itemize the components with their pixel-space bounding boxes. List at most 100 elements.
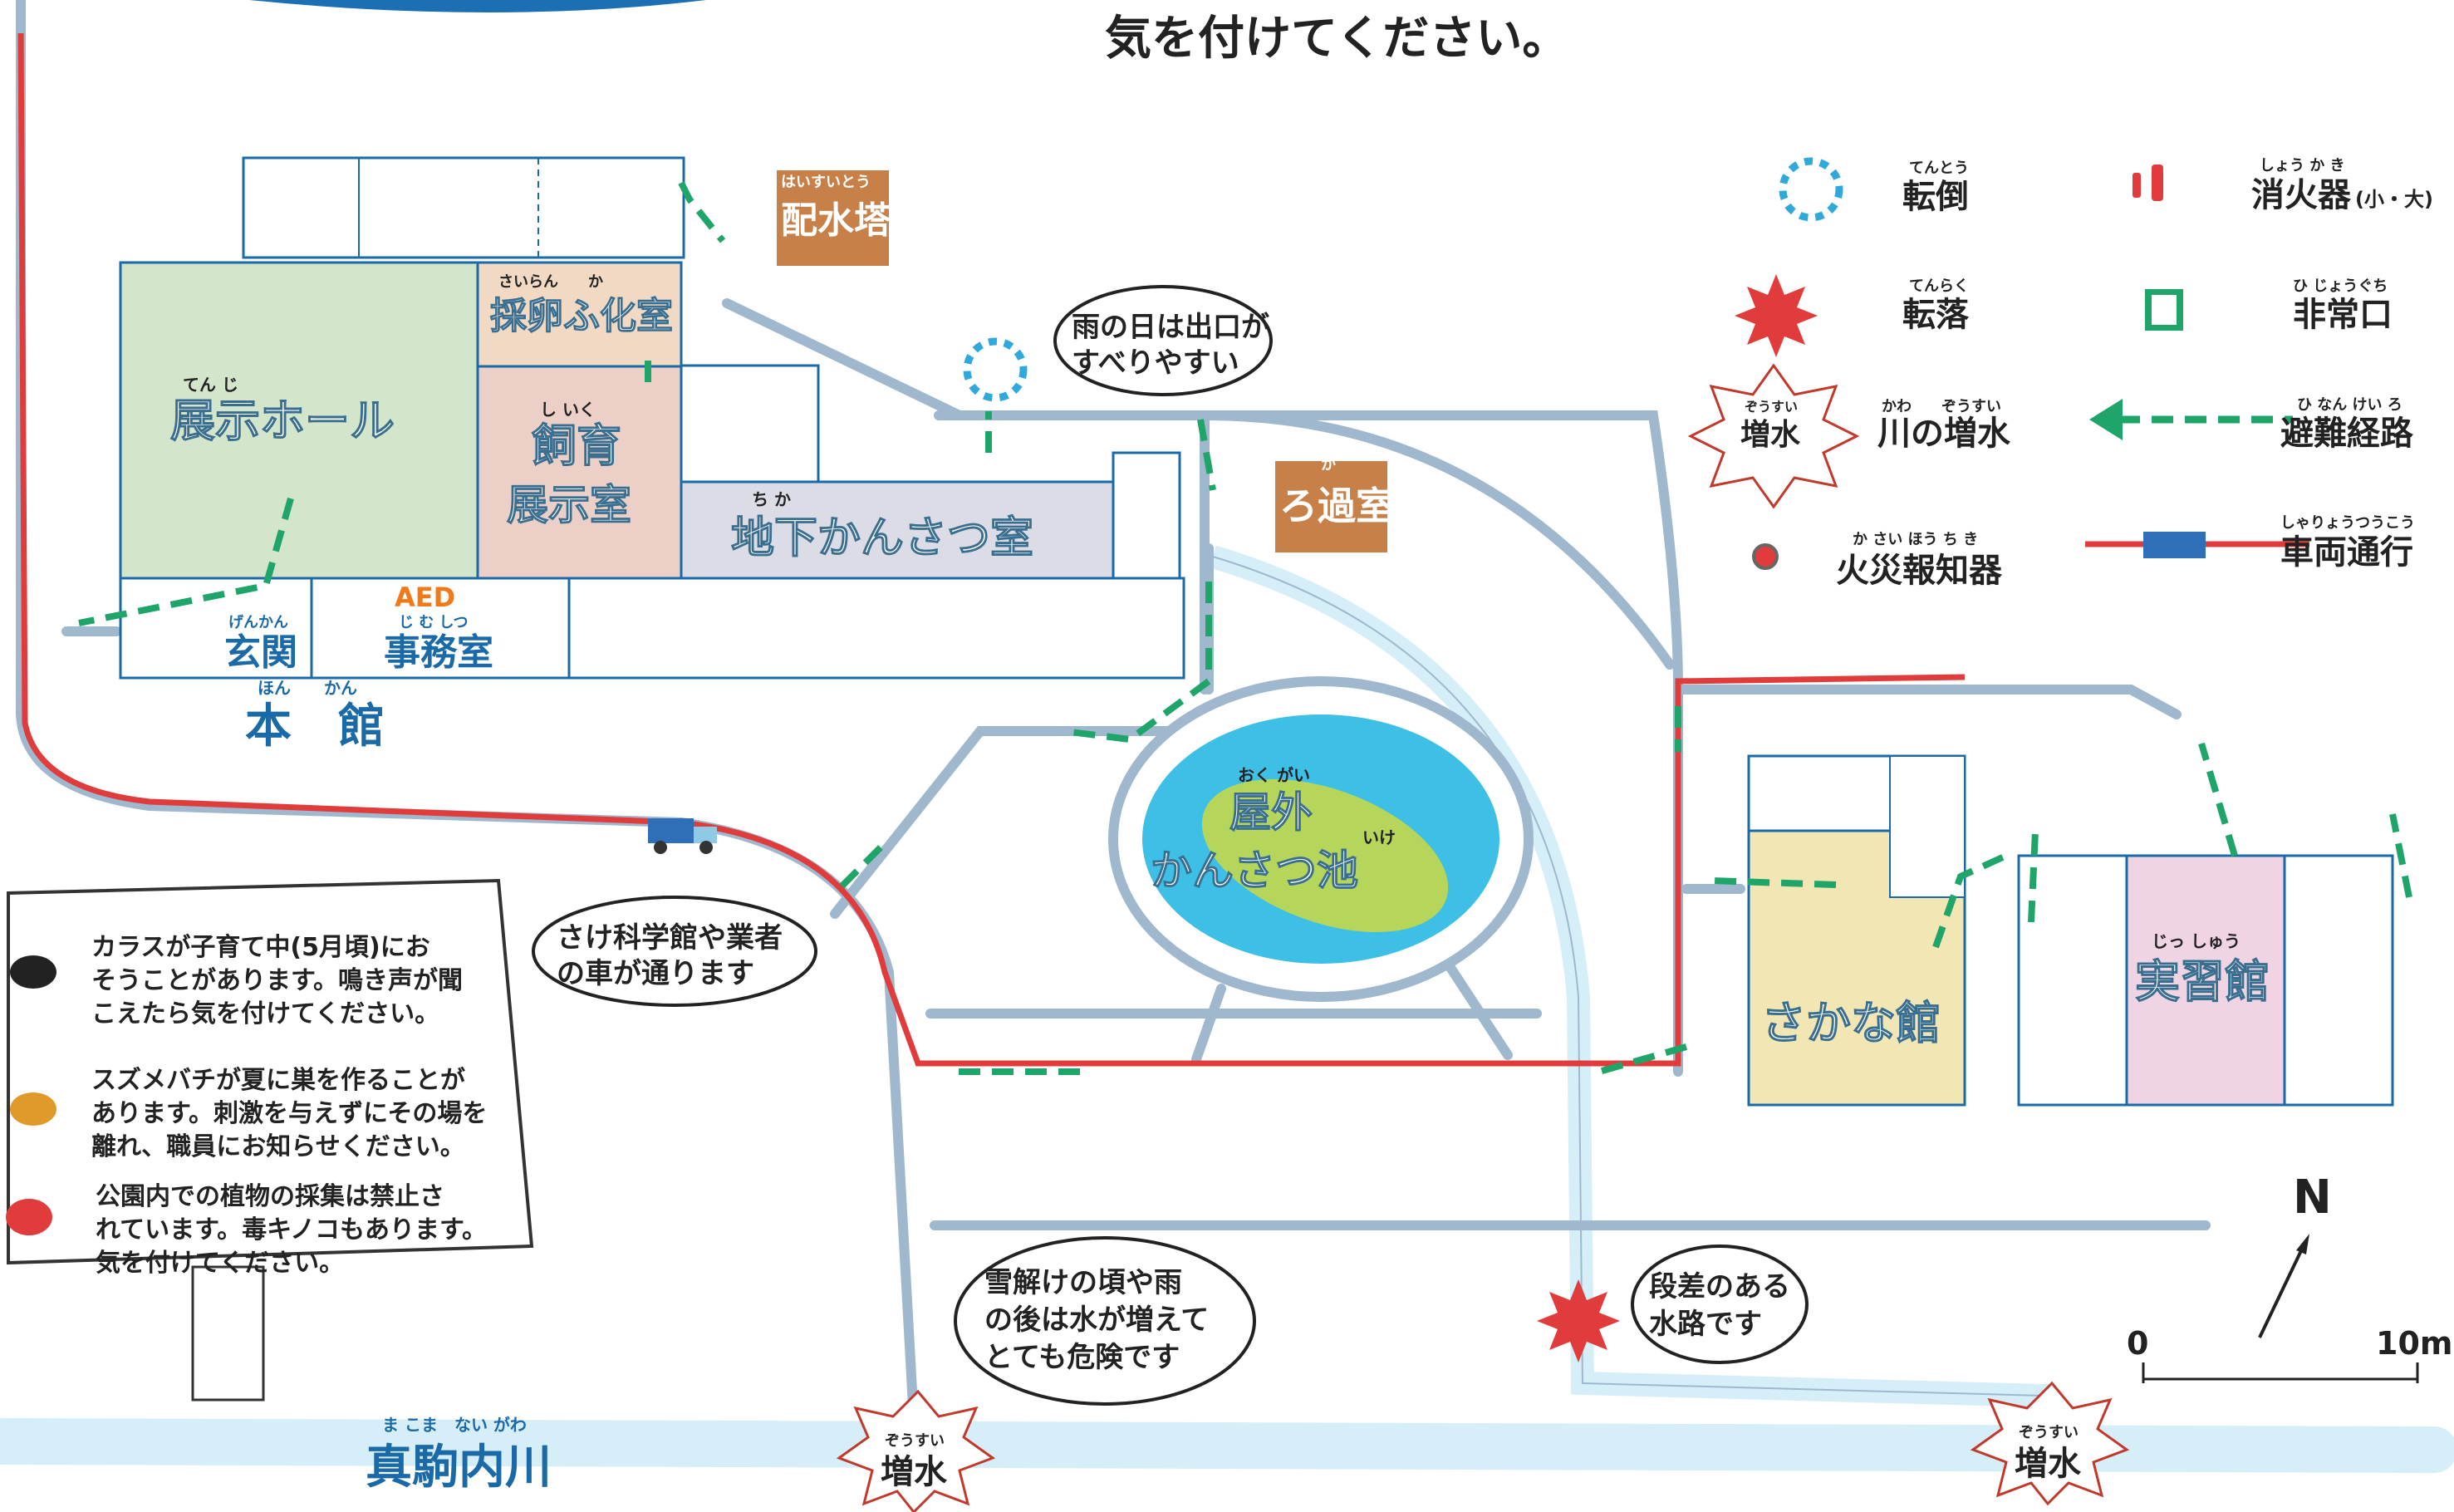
warn-plants-1: 公園内での植物の採集は禁止さ bbox=[96, 1182, 444, 1211]
office-ruby: じ む しつ bbox=[399, 614, 468, 631]
note-snowmelt-2: の後は水が増えて bbox=[984, 1303, 1209, 1337]
legend-flood-label: 増水 bbox=[1740, 418, 1801, 452]
note-bubble-rain bbox=[1053, 285, 1273, 396]
compass-north: N bbox=[2293, 1171, 2332, 1225]
note-snowmelt-3: とても危険です bbox=[984, 1341, 1180, 1374]
river-ruby: ま こま ない がわ bbox=[382, 1415, 527, 1435]
legend-vehicle-label: 車両通行 bbox=[2280, 533, 2413, 572]
exhibit-hall-ruby: てん じ bbox=[183, 375, 238, 395]
legend-river-rise-ruby: かわ ぞうすい bbox=[1882, 398, 2001, 415]
legend-falling-label: 転落 bbox=[1902, 296, 1970, 334]
note-step-1: 段差のある bbox=[1649, 1270, 1790, 1303]
filter-room-label: ろ過室 bbox=[1279, 484, 1394, 528]
legend-flood-ruby: ぞうすい bbox=[1745, 399, 1798, 415]
entrance-ruby: げんかん bbox=[228, 614, 288, 631]
underground-label: 地下かんさつ室 bbox=[731, 513, 1033, 563]
flood-2-label: 増水 bbox=[2015, 1445, 2082, 1483]
outdoor-pond bbox=[1108, 676, 1534, 1002]
breeding-ruby: し いく bbox=[540, 400, 596, 420]
header-banner bbox=[249, 0, 706, 12]
truck-icon bbox=[648, 818, 717, 854]
warn-crow-2: そうことがあります。鳴き声が聞 bbox=[91, 966, 463, 995]
legend-ext-label: 消火器 bbox=[2251, 176, 2352, 214]
legend-alarm-label: 火災報知器 bbox=[1836, 552, 2003, 590]
note-bubble-step bbox=[1631, 1244, 1809, 1364]
filter-room bbox=[1275, 461, 1387, 552]
legend-evac-arrow-icon bbox=[2089, 399, 2123, 440]
main-building-label: 本 館 bbox=[245, 700, 385, 754]
warn-crow-1: カラスが子育て中(5月頃)にお bbox=[91, 933, 430, 962]
legend-ext-ruby: しょう か き bbox=[2260, 157, 2345, 174]
legend-river-rise-label: 川の増水 bbox=[1877, 415, 2011, 453]
legend-truck-icon bbox=[2143, 532, 2206, 558]
evacuation-routes bbox=[78, 181, 2412, 1075]
legend-fire-alarm-icon bbox=[1752, 543, 1779, 570]
exhibit-hall-label: 展示ホール bbox=[170, 395, 395, 447]
water-tower-label: 配水塔 bbox=[781, 199, 891, 242]
note-bubble-snowmelt bbox=[954, 1236, 1256, 1406]
note-cars-1: さけ科学館や業者 bbox=[557, 921, 783, 955]
mushroom-icon bbox=[6, 1199, 52, 1235]
legend-alarm-ruby: か さい ほう ち き bbox=[1853, 531, 1978, 548]
pond-ruby-1: おく がい bbox=[1238, 765, 1310, 785]
legend-emergency-exit-icon bbox=[2145, 289, 2183, 331]
river-label: 真駒内川 bbox=[366, 1441, 552, 1495]
entrance-label: 玄関 bbox=[224, 631, 297, 674]
legend bbox=[1687, 157, 2309, 570]
legend-flood-icon bbox=[1687, 363, 1860, 509]
flood-star-river-2 bbox=[1970, 1381, 2130, 1506]
warnings-box bbox=[7, 878, 534, 1265]
warn-plants-2: れています。毒キノコもあります。 bbox=[96, 1215, 487, 1244]
header-caution: 気を付けてください。 bbox=[1105, 12, 1568, 66]
egg-room-label: 採卵ふ化室 bbox=[490, 295, 673, 337]
legend-fall-icon bbox=[1779, 157, 1843, 222]
warn-hornet-2: あります。刺激を与えずにその場を bbox=[91, 1099, 487, 1128]
breeding-label-2: 展示室 bbox=[507, 481, 631, 529]
warn-plants-3: 気を付けてください。 bbox=[96, 1249, 344, 1278]
warn-hornet-3: 離れ、職員にお知らせください。 bbox=[91, 1132, 465, 1161]
fish-house-label: さかな館 bbox=[1761, 997, 1941, 1049]
pond-label-1: 屋外 bbox=[1229, 788, 1313, 837]
flood-1-ruby: ぞうすい bbox=[885, 1432, 945, 1450]
crow-icon bbox=[10, 955, 56, 989]
legend-evac-ruby: ひ なん けい ろ bbox=[2297, 396, 2402, 414]
water-tower bbox=[777, 170, 889, 266]
pond-label-2: かんさつ池 bbox=[1151, 847, 1358, 895]
filter-room-ruby: か bbox=[1321, 456, 1336, 474]
egg-room-ruby: さいらん か bbox=[498, 273, 603, 291]
legend-evac-label: 避難経路 bbox=[2280, 415, 2414, 453]
note-snowmelt-1: 雪解けの頃や雨 bbox=[984, 1266, 1182, 1299]
slip-hazard-icon bbox=[963, 337, 1028, 402]
office-label: 事務室 bbox=[384, 631, 493, 674]
note-bubble-cars bbox=[532, 896, 817, 1007]
legend-vehicle-ruby: しゃりょうつうこう bbox=[2280, 514, 2415, 532]
aed-label: AED bbox=[395, 582, 455, 613]
scale-zero: 0 bbox=[2127, 1325, 2148, 1362]
flood-star-river-1 bbox=[836, 1389, 996, 1512]
breeding-label-1: 飼育 bbox=[532, 420, 621, 472]
legend-falling-ruby: てんらく bbox=[1909, 277, 1969, 295]
legend-exit-ruby: ひ じょうぐち bbox=[2293, 277, 2388, 295]
legend-exit-label: 非常口 bbox=[2293, 296, 2393, 334]
water-tower-ruby: はいすいとう bbox=[781, 174, 871, 191]
legend-fall-ruby: てんとう bbox=[1909, 160, 1969, 177]
scale-ten: 10m bbox=[2376, 1325, 2452, 1362]
main-building-ruby: ほん かん bbox=[258, 678, 357, 698]
underground-ruby: ち か bbox=[752, 489, 791, 509]
practice-house-ruby: じっ しゅう bbox=[2152, 931, 2241, 951]
legend-fall-label: 転倒 bbox=[1902, 178, 1969, 216]
legend-falling-icon bbox=[1735, 274, 1818, 357]
compass bbox=[2258, 1234, 2309, 1338]
legend-extinguisher-icon bbox=[2133, 164, 2163, 201]
note-rain-1: 雨の日は出口が bbox=[1072, 311, 1269, 344]
warnings-post bbox=[191, 1265, 265, 1402]
flood-2-ruby: ぞうすい bbox=[2019, 1424, 2079, 1441]
flood-1-label: 増水 bbox=[881, 1453, 948, 1491]
fall-burst-icon bbox=[1537, 1279, 1620, 1362]
legend-ext-suffix: (小・大) bbox=[2355, 188, 2433, 211]
note-step-2: 水路です bbox=[1649, 1308, 1762, 1341]
note-cars-2: の車が通ります bbox=[557, 957, 754, 990]
note-rain-2: すべりやすい bbox=[1072, 346, 1239, 380]
practice-house bbox=[2017, 854, 2394, 1107]
